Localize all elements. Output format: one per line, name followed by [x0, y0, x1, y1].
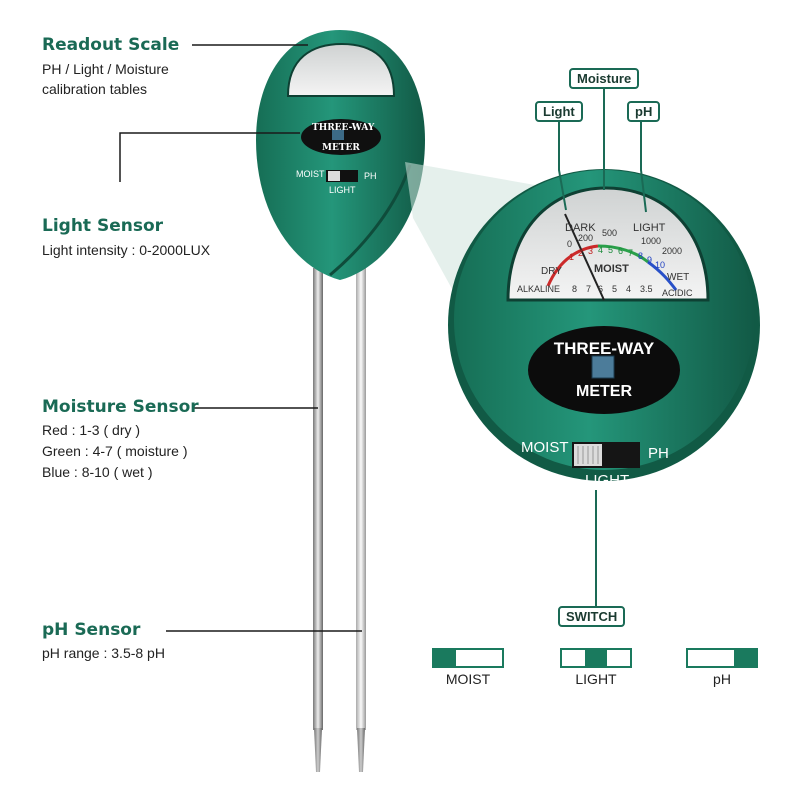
callout-switch: SWITCH: [558, 606, 626, 627]
moist-tick: 8: [638, 251, 643, 261]
moist-tick: 7: [628, 248, 633, 258]
moisture-sensor-title: Moisture Sensor: [42, 397, 199, 417]
small-switch-light: LIGHT: [329, 185, 356, 195]
gauge-acidic-label: ACIDIC: [662, 288, 693, 298]
small-switch-moist: MOIST: [296, 169, 325, 179]
moist-tick: 5: [608, 245, 613, 255]
light-sensor-window: [591, 355, 615, 379]
gauge-dark-label: DARK: [565, 222, 596, 234]
switch-knob: [585, 650, 607, 666]
lux-tick: 2000: [662, 246, 682, 256]
lux-tick: 0: [567, 239, 572, 249]
device-switch-ph: PH: [648, 445, 669, 462]
moist-tick: 2: [578, 248, 583, 258]
switch-state-moist-label: MOIST: [445, 671, 491, 687]
meter-body-small: [256, 30, 425, 280]
switch-state-ph-label: pH: [713, 671, 731, 687]
readout-scale-title: Readout Scale: [42, 35, 180, 55]
gauge-light-label: LIGHT: [633, 222, 666, 234]
leader-lines: [119, 44, 362, 632]
gauge-alkaline-label: ALKALINE: [517, 284, 560, 294]
switch-state-light: [560, 648, 632, 668]
gauge-moist-label: MOIST: [594, 263, 629, 275]
ph-tick: 3.5: [640, 284, 653, 294]
lux-tick: 1000: [641, 236, 661, 246]
small-dial: [286, 42, 396, 97]
ph-tick: 6: [598, 284, 603, 294]
switch-state-light-label: LIGHT: [575, 671, 617, 687]
moisture-blue-range: Blue : 8-10 ( wet ): [42, 464, 153, 480]
brand-bottom-text: METER: [576, 383, 632, 400]
light-sensor-desc: Light intensity : 0-2000LUX: [42, 242, 211, 258]
meter-zoom-large: [448, 169, 760, 481]
ph-tick: 4: [626, 284, 631, 294]
small-switch-ph: PH: [364, 171, 377, 181]
moisture-green-range: Green : 4-7 ( moisture ): [42, 443, 188, 459]
moist-tick: 9: [647, 255, 652, 265]
dial-needle: [564, 213, 605, 301]
moist-tick: 4: [598, 245, 603, 255]
ph-tick: 8: [572, 284, 577, 294]
light-sensor-title: Light Sensor: [42, 216, 164, 236]
brand-top-text: THREE-WAY: [554, 339, 655, 358]
probe-right: [356, 268, 366, 772]
readout-scale-desc-1: PH / Light / Moisture: [42, 61, 169, 77]
small-brand-top: THREE-WAY: [312, 123, 375, 133]
gauge-dry-label: DRY: [541, 266, 562, 277]
small-brand-bottom: METER: [322, 143, 360, 153]
probe-left: [313, 268, 323, 772]
ph-tick: 5: [612, 284, 617, 294]
moist-tick: 6: [618, 246, 623, 256]
gauge-lux-ticks: 0 200 500 1000 2000: [567, 228, 682, 256]
callout-lines: [558, 86, 647, 606]
callout-moisture: Moisture: [569, 68, 640, 89]
callout-ph: pH: [627, 101, 661, 122]
device-switch-moist: MOIST: [521, 439, 569, 456]
ph-sensor-desc: pH range : 3.5-8 pH: [42, 645, 165, 661]
ph-sensor-title: pH Sensor: [42, 620, 141, 640]
gauge-ph-ticks: 8 7 6 5 4 3.5: [572, 284, 653, 294]
switch-knob: [434, 650, 456, 666]
ph-tick: 7: [586, 284, 591, 294]
device-switch-light: LIGHT: [585, 472, 629, 489]
lux-tick: 200: [578, 233, 593, 243]
lux-tick: 500: [602, 228, 617, 238]
switch-knob: [734, 650, 756, 666]
switch-state-ph: [686, 648, 758, 668]
callout-light: Light: [535, 101, 583, 122]
moisture-red-range: Red : 1-3 ( dry ): [42, 422, 141, 438]
moist-tick: 10: [655, 260, 665, 270]
gauge-wet-label: WET: [667, 272, 689, 283]
moist-tick: 1: [569, 252, 574, 262]
readout-scale-desc-2: calibration tables: [42, 81, 148, 97]
gauge-moist-ticks: 1 2 3 4 5 6 7 8 9 10: [569, 245, 665, 270]
moist-tick: 3: [588, 246, 593, 256]
switch-state-moist: [432, 648, 504, 668]
